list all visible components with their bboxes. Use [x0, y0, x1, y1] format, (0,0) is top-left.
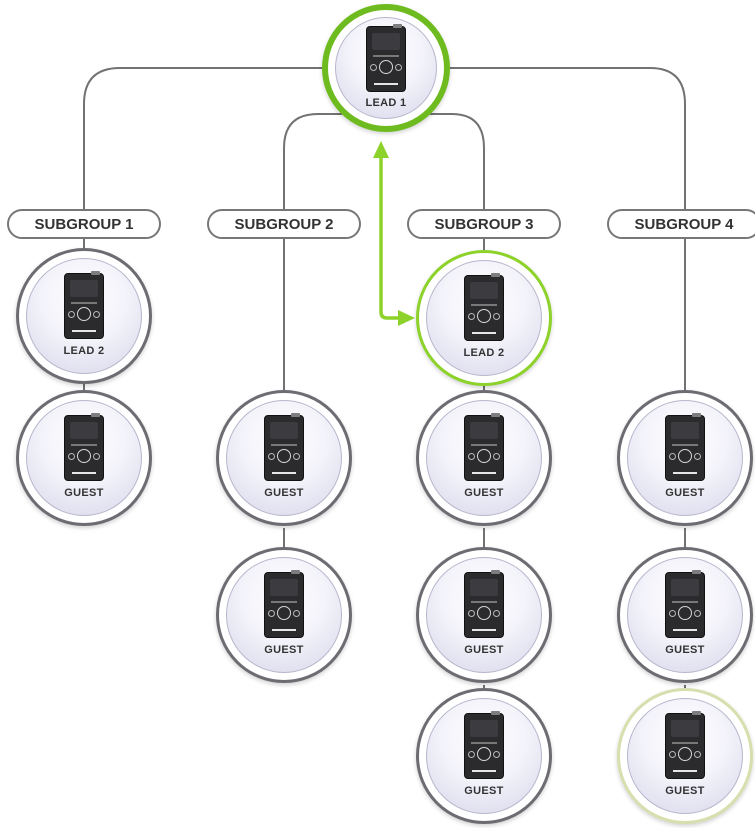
wire-lead-subgroup-1 — [83, 67, 322, 209]
wire-lead-subgroup-2 — [283, 113, 342, 209]
subgroup-2-pill[interactable]: SUBGROUP 2 — [207, 209, 361, 239]
node-label: GUEST — [464, 487, 504, 499]
subgroup-2-guest-node-2[interactable]: GUEST — [216, 547, 352, 683]
arrowhead-up-icon — [373, 141, 389, 158]
subgroup-3-guest-node-1[interactable]: GUEST — [416, 390, 552, 526]
device-icon — [64, 413, 104, 481]
green-link-arrow — [379, 156, 402, 320]
subgroup-1-lead-2-node[interactable]: LEAD 2 — [16, 248, 152, 384]
node-label: LEAD 2 — [63, 345, 105, 357]
subgroup-3-lead-2-node[interactable]: LEAD 2 — [416, 250, 552, 386]
wire-lead-subgroup-4 — [450, 67, 686, 209]
device-icon — [264, 570, 304, 638]
subgroup-1-pill[interactable]: SUBGROUP 1 — [7, 209, 161, 239]
lead-1-label: LEAD 1 — [365, 97, 407, 109]
wire-lead-subgroup-3 — [430, 113, 485, 209]
node-label: GUEST — [264, 487, 304, 499]
device-icon — [665, 413, 705, 481]
lead-1-node[interactable]: LEAD 1 — [322, 4, 450, 132]
device-icon — [464, 570, 504, 638]
device-icon — [665, 570, 705, 638]
node-label: GUEST — [464, 644, 504, 656]
subgroup-4-guest-node-1[interactable]: GUEST — [617, 390, 753, 526]
device-icon — [665, 711, 705, 779]
subgroup-4-guest-node-2[interactable]: GUEST — [617, 547, 753, 683]
node-label: LEAD 2 — [463, 347, 505, 359]
subgroup-2-guest-node-1[interactable]: GUEST — [216, 390, 352, 526]
device-icon — [264, 413, 304, 481]
subgroup-1-guest-node[interactable]: GUEST — [16, 390, 152, 526]
node-label: GUEST — [665, 644, 705, 656]
subgroup-4-pill[interactable]: SUBGROUP 4 — [607, 209, 755, 239]
subgroup-3-guest-node-2[interactable]: GUEST — [416, 547, 552, 683]
arrowhead-right-icon — [398, 310, 415, 326]
node-label: GUEST — [464, 785, 504, 797]
node-label: GUEST — [665, 487, 705, 499]
node-label: GUEST — [64, 487, 104, 499]
node-label: GUEST — [665, 785, 705, 797]
subgroup-3-guest-node-3[interactable]: GUEST — [416, 688, 552, 824]
device-icon — [464, 273, 504, 341]
device-icon — [464, 413, 504, 481]
subgroup-4-guest-node-3[interactable]: GUEST — [617, 688, 753, 824]
node-label: GUEST — [264, 644, 304, 656]
device-icon — [464, 711, 504, 779]
device-icon — [64, 271, 104, 339]
device-icon — [366, 24, 406, 92]
subgroup-3-pill[interactable]: SUBGROUP 3 — [407, 209, 561, 239]
